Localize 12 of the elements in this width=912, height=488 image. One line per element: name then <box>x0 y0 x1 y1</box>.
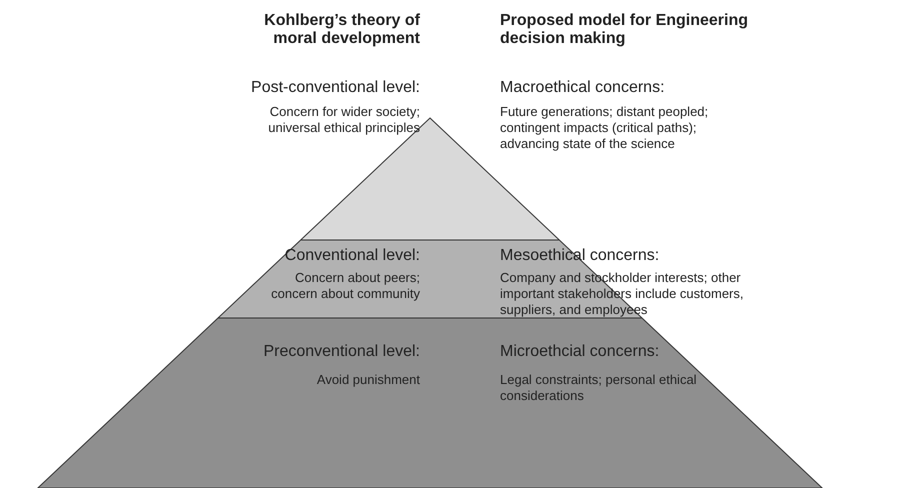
column-heading: Proposed model for Engineering decision making <box>500 12 750 49</box>
level-description: Avoid punishment <box>316 372 420 388</box>
level-heading: Microethcial concerns: <box>500 342 660 361</box>
column-heading: Kohlberg’s theory of moral development <box>263 12 420 49</box>
level-description: Legal constraints; personal ethical considerations <box>500 372 698 404</box>
level-heading: Macroethical concerns: <box>500 78 666 97</box>
level-description: Future generations; distant peopled; contingent impacts (critical paths); advancing state of the science <box>500 104 710 152</box>
level-description: Concern for wider society; universal ethical principles <box>267 104 420 136</box>
level-heading: Post-conventional level: <box>250 78 420 97</box>
level-heading: Conventional level: <box>284 246 420 265</box>
level-heading: Preconventional level: <box>262 342 420 361</box>
level-description: Concern about peers; concern about community <box>270 270 420 302</box>
